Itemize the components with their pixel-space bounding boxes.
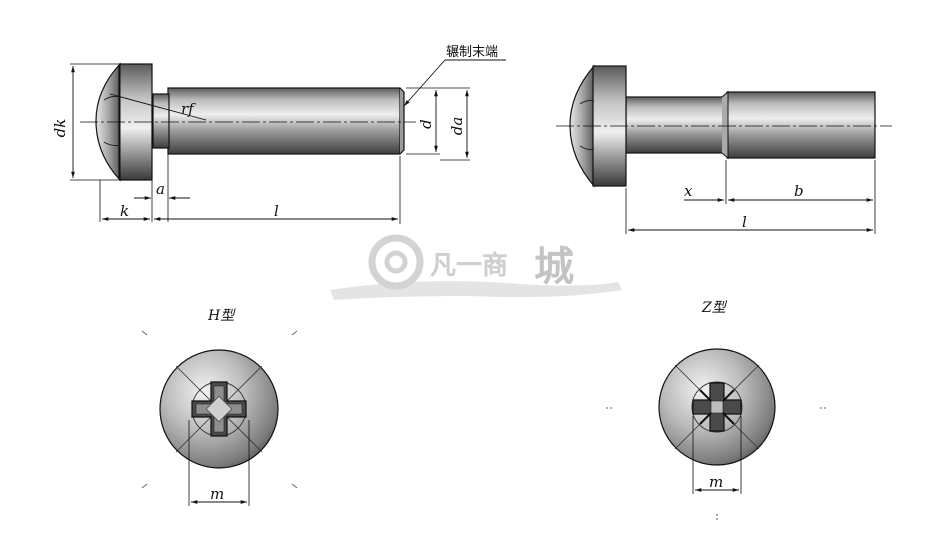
screw-shaft	[167, 87, 401, 155]
screw-head-dome-right	[569, 64, 595, 188]
label-b: b	[794, 182, 804, 200]
watermark-logo-icon	[368, 234, 424, 290]
top-view-h-type: H型 m	[141, 308, 298, 506]
screw-neck	[152, 93, 170, 149]
side-view-right: x b l	[556, 64, 892, 234]
label-d: d	[417, 119, 435, 129]
screw-shank-reduced	[625, 96, 725, 154]
watermark-big-char: 城	[534, 243, 574, 290]
label-dk: dk	[51, 119, 69, 138]
label-l-left: l	[274, 202, 279, 220]
label-k: k	[120, 202, 129, 220]
title-z-type: Z型	[701, 300, 728, 316]
watermark: 凡一商 城	[330, 234, 622, 300]
label-a: a	[156, 180, 165, 198]
pozidriv-recess-icon	[691, 381, 743, 433]
label-x: x	[684, 182, 693, 200]
label-rolled-end: 辗制末端	[446, 44, 498, 60]
label-m-h: m	[210, 485, 224, 503]
label-da: da	[448, 117, 466, 136]
phillips-recess-icon	[191, 381, 247, 437]
title-h-type: H型	[207, 308, 236, 324]
label-l-right: l	[742, 213, 747, 231]
label-m-z: m	[709, 473, 723, 491]
watermark-text: 凡一商	[430, 250, 508, 281]
label-rf: rf	[181, 100, 196, 118]
side-view-left: dk rf k a l d da 辗制末端	[51, 44, 506, 224]
top-view-z-type: Z型 m	[606, 300, 828, 520]
screw-thread	[726, 91, 876, 159]
